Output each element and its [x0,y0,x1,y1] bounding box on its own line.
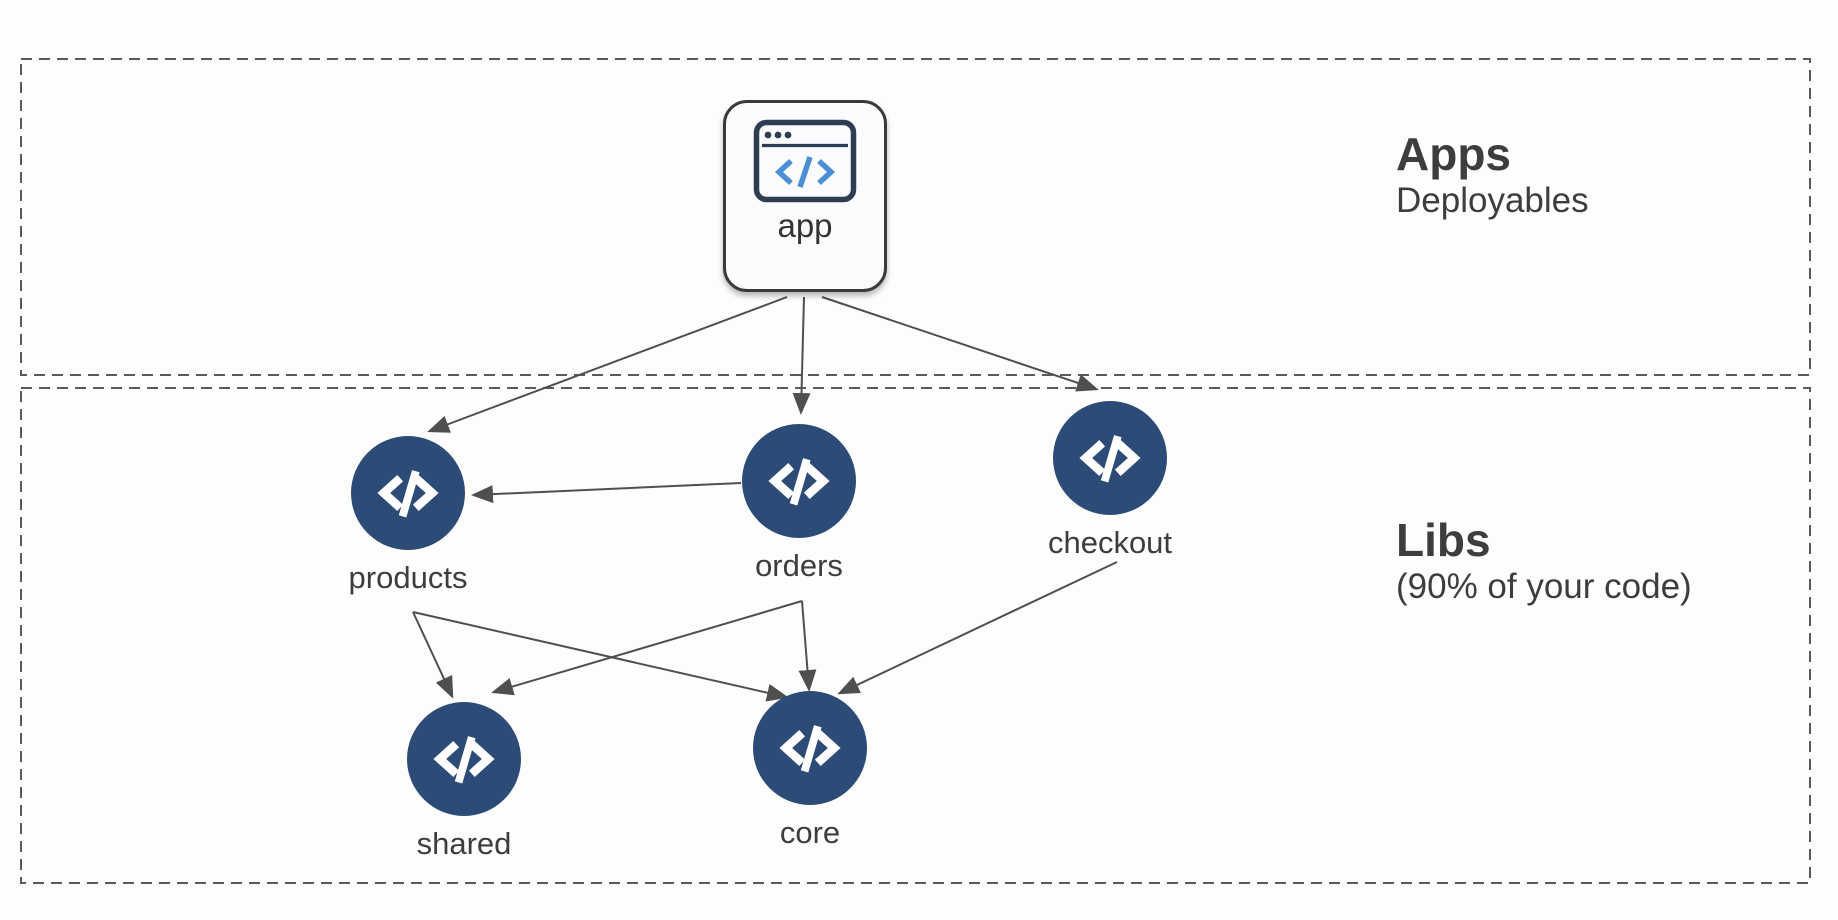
edge-app-to-products [427,296,788,433]
node-label-shared: shared [416,826,512,861]
node-shared: shared [407,702,521,861]
apps-section-label: Apps Deployables [1396,128,1589,221]
edge-app-to-checkout [821,296,1099,392]
node-label-core: core [779,815,841,850]
node-label-app: app [777,207,833,244]
browser-code-icon [753,119,857,203]
code-icon [351,436,465,550]
libs-section-label: Libs (90% of your code) [1396,514,1692,607]
code-icon [742,424,856,538]
node-orders: orders [742,424,856,583]
apps-section-title: Apps [1396,128,1511,180]
libs-section-subtitle: (90% of your code) [1396,566,1692,606]
edge-products-to-shared [412,611,454,699]
libs-section-box [20,387,1811,884]
code-icon [407,702,521,816]
edge-products-to-core [412,611,789,702]
node-label-products: products [348,560,468,595]
node-core: core [753,691,867,850]
edge-orders-to-core [798,600,817,692]
edge-checkout-to-core [837,561,1118,695]
apps-section-subtitle: Deployables [1396,180,1589,220]
node-label-checkout: checkout [1047,525,1173,560]
edge-orders-to-shared [491,600,803,696]
node-label-orders: orders [755,548,843,583]
code-icon [753,691,867,805]
node-checkout: checkout [1048,401,1172,560]
libs-section-title: Libs [1396,514,1491,566]
edge-app-to-orders [792,296,811,415]
edge-orders-to-products [471,482,742,504]
apps-section-box [20,58,1811,376]
code-icon [1053,401,1167,515]
node-products: products [349,436,467,595]
node-app: app [723,100,887,292]
